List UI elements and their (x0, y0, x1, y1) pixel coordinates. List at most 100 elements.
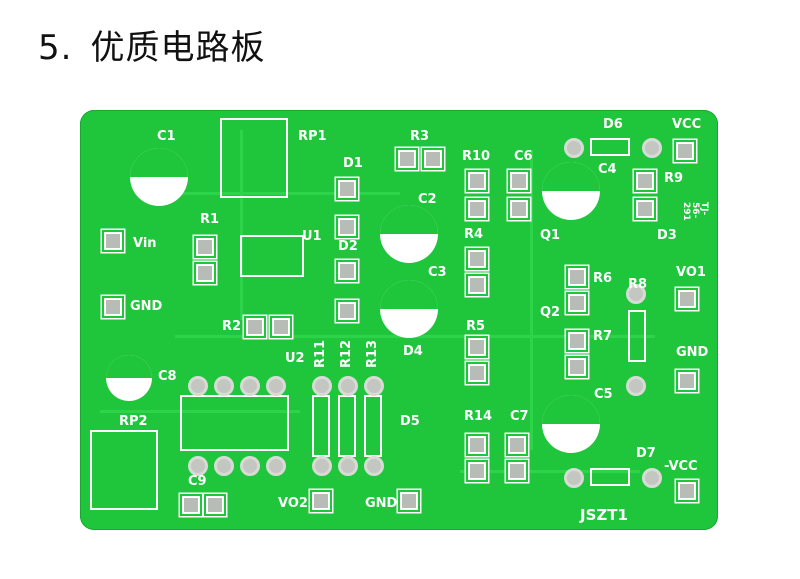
label-u2: U2 (285, 351, 305, 366)
label-r5: R5 (466, 319, 486, 334)
capacitor-c4 (542, 162, 600, 220)
label-c7: C7 (510, 409, 529, 424)
label-d3: D3 (657, 228, 677, 243)
capacitor-c3 (380, 280, 438, 338)
trace (100, 410, 300, 413)
label-r6: R6 (593, 271, 613, 286)
label-c5: C5 (594, 387, 613, 402)
pad (196, 264, 214, 282)
hole (214, 456, 234, 476)
label-c3: C3 (428, 265, 447, 280)
pad (338, 262, 356, 280)
pad (636, 172, 654, 190)
hole (188, 456, 208, 476)
hole (642, 468, 662, 488)
trace (530, 150, 533, 450)
label-rp2: RP2 (119, 414, 148, 429)
pad (568, 358, 586, 376)
label-gnd-left: GND (130, 299, 163, 314)
label-vcc: VCC (672, 117, 702, 132)
pad (468, 250, 486, 268)
hole (564, 138, 584, 158)
hole (240, 376, 260, 396)
label-c4: C4 (598, 162, 617, 177)
pad (246, 318, 264, 336)
hole (214, 376, 234, 396)
potentiometer-rp2 (90, 430, 158, 510)
page-title: 5. 优质电路板 (38, 20, 265, 69)
hole (240, 456, 260, 476)
hole (312, 456, 332, 476)
pad (468, 276, 486, 294)
title-number: 5. (38, 28, 73, 68)
hole (266, 376, 286, 396)
resistor-r12-outline (338, 395, 356, 457)
label-d5: D5 (400, 414, 420, 429)
hole (364, 456, 384, 476)
label-d7: D7 (636, 446, 656, 461)
title-text: 优质电路板 (90, 28, 266, 68)
capacitor-c1 (130, 148, 188, 206)
label-rp1: RP1 (298, 129, 327, 144)
pad (206, 496, 224, 514)
label-board-code: TJ-56-291 (681, 202, 709, 221)
pad (338, 302, 356, 320)
pad-neg-vcc (678, 482, 696, 500)
trace (460, 470, 640, 473)
pad (568, 268, 586, 286)
capacitor-c2 (380, 205, 438, 263)
label-c2: C2 (418, 192, 437, 207)
resistor-r11-outline (312, 395, 330, 457)
pad (338, 218, 356, 236)
label-d4: D4 (403, 344, 423, 359)
ic-u2-outline (180, 395, 289, 451)
pad (196, 238, 214, 256)
label-q1: Q1 (540, 228, 561, 243)
pad (398, 150, 416, 168)
label-r2: R2 (222, 319, 242, 334)
pad (468, 338, 486, 356)
pad (468, 172, 486, 190)
label-r4: R4 (464, 227, 484, 242)
hole (338, 376, 358, 396)
hole (338, 456, 358, 476)
label-r9: R9 (664, 171, 684, 186)
hole (312, 376, 332, 396)
label-r3: R3 (410, 129, 430, 144)
label-c8: C8 (158, 369, 177, 384)
pcb-board: C1 RP1 R3 D6 VCC D1 R10 C6 C4 R9 C2 TJ-5… (80, 110, 718, 530)
label-c9: C9 (188, 474, 207, 489)
diode-d7-outline (590, 468, 630, 486)
hole (626, 376, 646, 396)
pad (508, 436, 526, 454)
diode-d6-outline (590, 138, 630, 156)
label-neg-vcc: -VCC (664, 459, 698, 474)
hole (564, 468, 584, 488)
pad-vin (104, 232, 122, 250)
pad (424, 150, 442, 168)
pad (272, 318, 290, 336)
label-c6: C6 (514, 149, 533, 164)
pad-vo1 (678, 290, 696, 308)
label-d1: D1 (343, 156, 363, 171)
pad (468, 364, 486, 382)
pad (468, 200, 486, 218)
capacitor-c8 (106, 355, 152, 401)
capacitor-c5 (542, 395, 600, 453)
trace (170, 192, 400, 195)
pad-gnd (104, 298, 122, 316)
label-gnd-bottom: GND (365, 496, 398, 511)
pad-gnd (400, 492, 418, 510)
pad (182, 496, 200, 514)
pad (510, 172, 528, 190)
hole (188, 376, 208, 396)
potentiometer-rp1 (220, 118, 288, 198)
label-vo1: VO1 (676, 265, 706, 280)
label-r14: R14 (464, 409, 493, 424)
pad (568, 294, 586, 312)
pad (568, 332, 586, 350)
hole (364, 376, 384, 396)
label-r1: R1 (200, 212, 220, 227)
hole (642, 138, 662, 158)
label-r10: R10 (462, 149, 491, 164)
